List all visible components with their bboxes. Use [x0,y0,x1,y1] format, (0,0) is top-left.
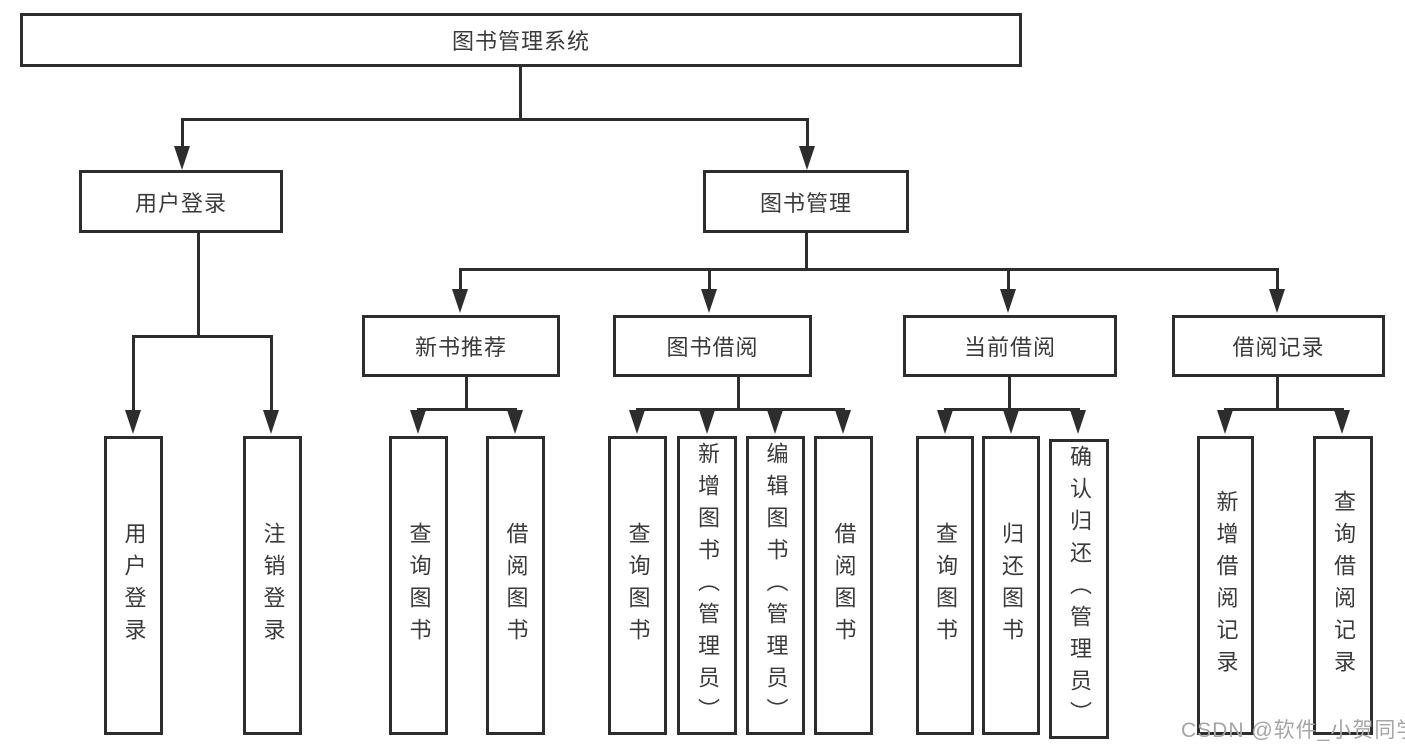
connector-line [465,377,468,408]
connector-line [806,118,809,148]
connector-line [459,268,462,290]
connector-arrow [701,289,717,313]
connector-line [1276,377,1279,408]
connector-arrow [1269,289,1285,313]
node-book-borrowing-label: 图书借阅 [666,335,759,360]
connector-line [1224,408,1344,411]
node-user-login: 用户登录 [79,170,283,233]
connector-arrow [1003,410,1019,434]
connector-line [737,377,740,408]
leaf-bb-query-books: 查询图书 [608,436,667,735]
connector-line [270,335,273,411]
leaf-bb-borrow-books-label: 借阅图书 [831,521,857,650]
node-root: 图书管理系统 [20,13,1022,67]
connector-arrow [1334,410,1350,434]
connector-arrow [410,410,426,434]
leaf-bb-borrow-books: 借阅图书 [814,436,873,735]
leaf-nbr-query-books-label: 查询图书 [406,521,432,650]
node-user-login-label: 用户登录 [134,190,227,216]
leaf-cb-confirm-return-label: 确认归还（管理员） [1067,445,1092,733]
connector-arrow [507,410,523,434]
connector-line [944,408,1080,411]
leaf-bb-edit-books-label: 编辑图书（管理员） [763,441,789,730]
connector-arrow [629,410,645,434]
node-book-management: 图书管理 [703,170,909,233]
leaf-nbr-borrow-books-label: 借阅图书 [503,521,529,650]
connector-arrow [767,410,783,434]
leaf-cb-query-books: 查询图书 [916,436,974,735]
leaf-cb-confirm-return: 确认归还（管理员） [1049,439,1109,739]
connector-arrow [1217,410,1233,434]
leaf-br-query-record: 查询借阅记录 [1313,436,1373,735]
connector-line [181,118,184,148]
leaf-cb-query-books-label: 查询图书 [933,521,958,650]
connector-arrow [174,146,190,170]
connector-line [1008,377,1011,408]
connector-arrow [125,410,141,434]
connector-arrow [452,289,468,313]
connector-arrow [263,410,279,434]
leaf-user-login-label: 用户登录 [121,521,147,650]
connector-arrow [1000,289,1016,313]
connector-arrow [937,410,953,434]
leaf-bb-query-books-label: 查询图书 [625,521,651,650]
connector-line [519,67,522,118]
connector-arrow [799,146,815,170]
leaf-user-login: 用户登录 [104,436,163,735]
csdn-watermark: CSDN @软件_小贺同学 [1181,719,1405,742]
node-current-borrowing-label: 当前借阅 [963,335,1056,360]
connector-line [459,268,1279,271]
node-borrowing-records-label: 借阅记录 [1232,335,1325,360]
node-new-book-recommendation: 新书推荐 [362,315,560,377]
node-root-label: 图书管理系统 [451,29,590,54]
node-current-borrowing: 当前借阅 [903,315,1117,377]
leaf-bb-add-books: 新增图书（管理员） [677,436,737,735]
leaf-br-query-record-label: 查询借阅记录 [1331,489,1356,682]
connector-line [805,233,808,268]
connector-line [708,268,711,290]
leaf-bb-add-books-label: 新增图书（管理员） [695,441,720,730]
connector-arrow [699,410,715,434]
node-book-borrowing: 图书借阅 [613,315,812,377]
node-borrowing-records: 借阅记录 [1172,315,1385,377]
leaf-cb-return-books: 归还图书 [982,436,1040,735]
connector-line [181,118,809,121]
leaf-logout: 注销登录 [243,436,302,735]
connector-line [636,408,845,411]
leaf-br-add-record: 新增借阅记录 [1197,436,1254,735]
connector-line [132,335,135,411]
leaf-cb-return-books-label: 归还图书 [999,521,1024,650]
connector-arrow [1070,410,1086,434]
connector-line [417,408,517,411]
connector-line [1276,268,1279,290]
connector-line [197,233,200,335]
leaf-bb-edit-books: 编辑图书（管理员） [746,436,805,735]
leaf-nbr-query-books: 查询图书 [389,436,448,735]
leaf-logout-label: 注销登录 [260,521,286,650]
node-new-book-recommendation-label: 新书推荐 [414,335,507,360]
connector-line [1007,268,1010,290]
node-book-management-label: 图书管理 [759,190,852,216]
connector-arrow [835,410,851,434]
leaf-nbr-borrow-books: 借阅图书 [486,436,545,735]
leaf-br-add-record-label: 新增借阅记录 [1213,489,1239,682]
connector-line [132,335,273,338]
